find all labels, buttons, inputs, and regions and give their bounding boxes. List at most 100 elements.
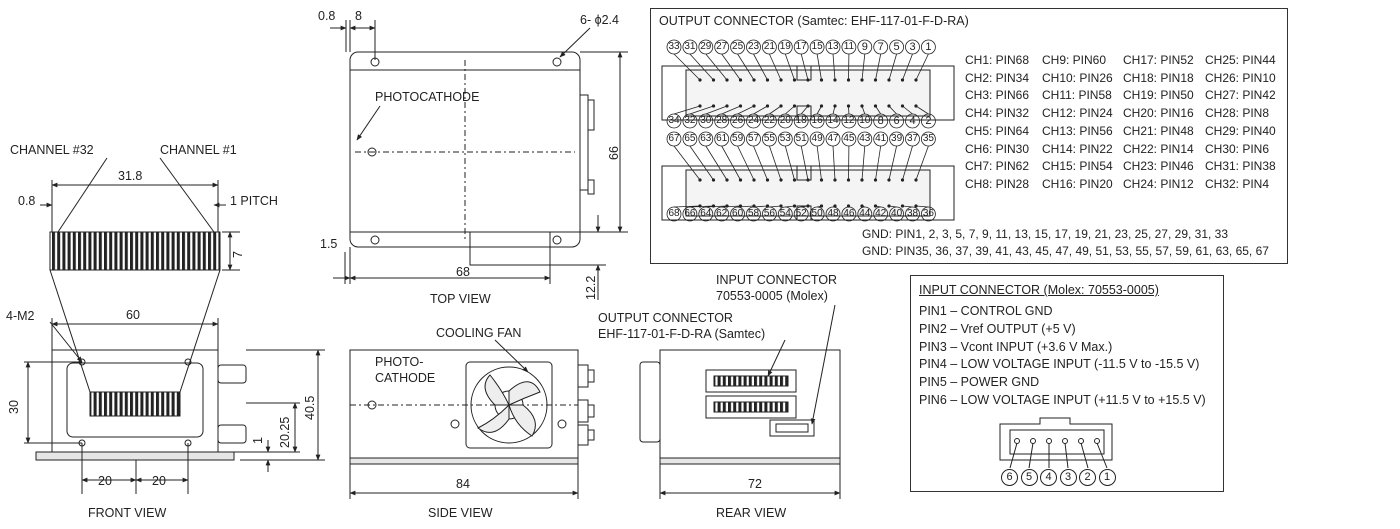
pin-number: 55 (761, 132, 777, 146)
pin-number: 58 (746, 207, 762, 221)
pin-number: 66 (682, 207, 698, 221)
pin-number: 64 (698, 207, 714, 221)
input-connector-panel: INPUT CONNECTOR (Molex: 70553-0005) PIN1… (910, 275, 1224, 492)
pin-number: 26 (730, 114, 746, 128)
input-pin-number: 2 (1079, 469, 1096, 486)
side-view-title: SIDE VIEW (428, 506, 493, 520)
dim-40-5: 40.5 (303, 396, 317, 420)
channel-map-entry: CH15: PIN54 (1042, 158, 1113, 176)
input-pin-row: PIN2 – Vref OUTPUT (+5 V) (919, 321, 1206, 339)
pin-number: 27 (714, 40, 730, 54)
pin-number: 36 (920, 207, 936, 221)
pin-number: 39 (889, 132, 905, 146)
pin-number: 18 (793, 114, 809, 128)
pin-number: 4 (905, 114, 921, 128)
channel-map-entry: CH14: PIN22 (1042, 141, 1113, 159)
pin-number: 46 (841, 207, 857, 221)
channel-map-entry: CH19: PIN50 (1123, 87, 1194, 105)
cathode-label: CATHODE (375, 371, 435, 385)
channel-map-entry: CH29: PIN40 (1205, 123, 1276, 141)
pin-number: 63 (698, 132, 714, 146)
m2-label: 4-M2 (6, 309, 35, 323)
channel-map-entry: CH9: PIN60 (1042, 52, 1106, 70)
pin-number: 20 (777, 114, 793, 128)
pin-number: 37 (905, 132, 921, 146)
channel-map-entry: CH27: PIN42 (1205, 87, 1276, 105)
photo-label: PHOTO- (375, 355, 423, 369)
channel32-label: CHANNEL #32 (10, 143, 94, 157)
channel1-label: CHANNEL #1 (160, 143, 237, 157)
dim-68: 68 (456, 265, 470, 279)
channel-map-entry: CH25: PIN44 (1205, 52, 1276, 70)
pin-number: 21 (761, 40, 777, 54)
pin-number: 30 (698, 114, 714, 128)
dim-84: 84 (456, 477, 470, 491)
channel-map-entry: CH22: PIN14 (1123, 141, 1194, 159)
channel-map-entry: CH4: PIN32 (965, 105, 1029, 123)
channel-map-entry: CH5: PIN64 (965, 123, 1029, 141)
pin-number: 44 (857, 207, 873, 221)
pin-number: 16 (809, 114, 825, 128)
pin-number: 9 (857, 40, 873, 54)
pin-number: 42 (873, 207, 889, 221)
output-connector-title: OUTPUT CONNECTOR (Samtec: EHF-117-01-F-D… (659, 14, 969, 28)
input-pin-row: PIN5 – POWER GND (919, 374, 1206, 392)
dim-66: 66 (607, 146, 621, 160)
channel-map-entry: CH7: PIN62 (965, 158, 1029, 176)
pin-number: 56 (761, 207, 777, 221)
rear-view-title: REAR VIEW (716, 506, 786, 520)
input-pin-row: PIN1 – CONTROL GND (919, 303, 1206, 321)
pin-number: 61 (714, 132, 730, 146)
top-view-title: TOP VIEW (430, 292, 491, 306)
pin-number: 41 (873, 132, 889, 146)
pin-number: 35 (920, 132, 936, 146)
channel-map-entry: CH23: PIN46 (1123, 158, 1194, 176)
channel-map-entry: CH3: PIN66 (965, 87, 1029, 105)
channel-map-entry: CH21: PIN48 (1123, 123, 1194, 141)
output-connector-label-1: OUTPUT CONNECTOR (598, 311, 733, 325)
channel-map-entry: CH12: PIN24 (1042, 105, 1113, 123)
pin-number: 10 (857, 114, 873, 128)
pitch-label: 1 PITCH (230, 194, 278, 208)
pin-number: 23 (746, 40, 762, 54)
pin-number: 52 (793, 207, 809, 221)
channel-map-entry: CH1: PIN68 (965, 52, 1029, 70)
pin-number: 7 (873, 40, 889, 54)
pin-number: 11 (841, 40, 857, 54)
pin-number: 1 (920, 40, 936, 54)
pin-number: 31 (682, 40, 698, 54)
pin-number: 51 (793, 132, 809, 146)
channel-map-entry: CH17: PIN52 (1123, 52, 1194, 70)
pin-number: 6 (889, 114, 905, 128)
input-pin-row: PIN6 – LOW VOLTAGE INPUT (+11.5 V to +15… (919, 392, 1206, 410)
dim-0-8-top: 0.8 (318, 9, 335, 23)
pin-number: 68 (666, 207, 682, 221)
pin-number: 59 (730, 132, 746, 146)
pin-number: 5 (889, 40, 905, 54)
pin-number: 8 (873, 114, 889, 128)
dim-12-2: 12.2 (584, 276, 598, 300)
channel-map-entry: CH10: PIN26 (1042, 70, 1113, 88)
input-pin-number: 3 (1060, 469, 1077, 486)
input-pin-number: 5 (1021, 469, 1038, 486)
dim-7: 7 (231, 251, 245, 258)
cooling-fan-label: COOLING FAN (436, 326, 521, 340)
pin-number: 38 (905, 207, 921, 221)
input-pin-number: 1 (1099, 469, 1116, 486)
holes-label: 6- ϕ2.4 (580, 13, 619, 27)
pin-number: 25 (730, 40, 746, 54)
channel-map-entry: CH6: PIN30 (965, 141, 1029, 159)
pin-number: 32 (682, 114, 698, 128)
dim-20-left: 20 (98, 474, 112, 488)
channel-map-entry: CH32: PIN4 (1205, 176, 1269, 194)
pin-number: 62 (714, 207, 730, 221)
pin-number: 22 (761, 114, 777, 128)
pin-number: 2 (920, 114, 936, 128)
channel-map-entry: CH11: PIN58 (1042, 87, 1112, 105)
pin-number: 47 (825, 132, 841, 146)
dim-31-8: 31.8 (118, 169, 142, 183)
channel-map-entry: CH2: PIN34 (965, 70, 1029, 88)
pin-number: 28 (714, 114, 730, 128)
dim-72: 72 (748, 477, 762, 491)
channel-map-entry: CH30: PIN6 (1205, 141, 1269, 159)
